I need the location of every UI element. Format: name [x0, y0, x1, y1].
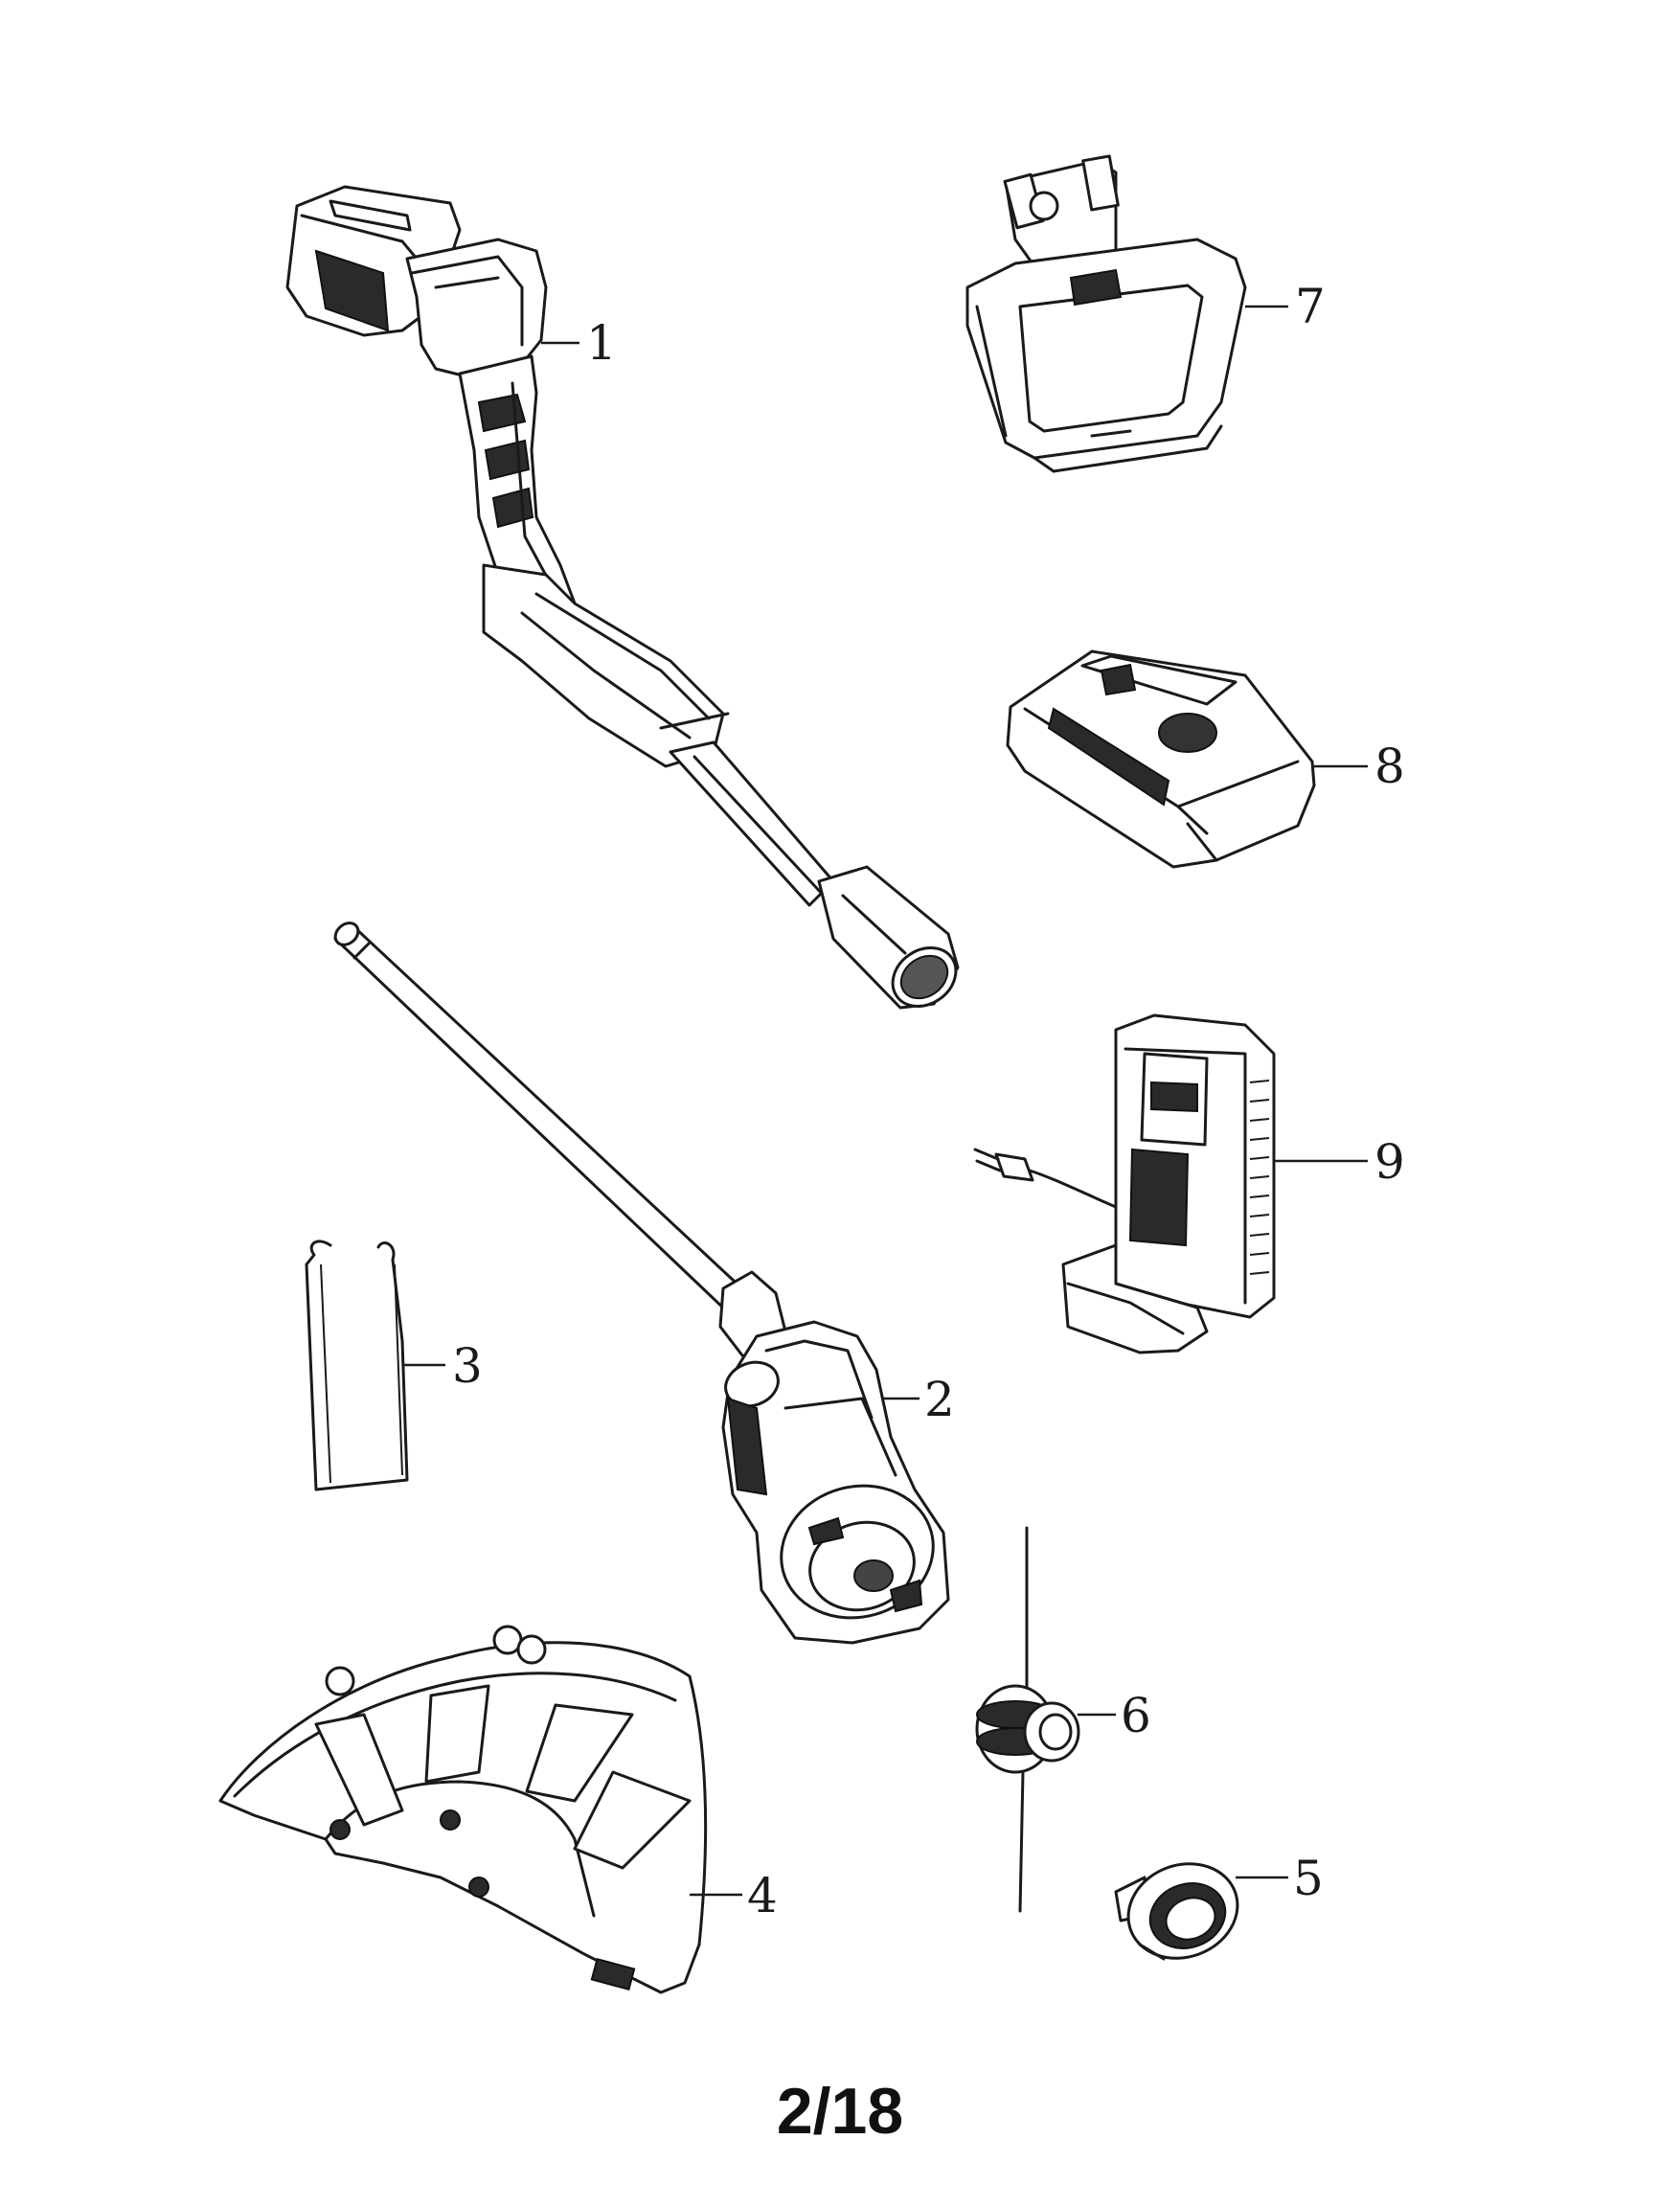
part-3-wire-edge-guide [305, 1240, 409, 1491]
callout-8: 8 [1374, 739, 1405, 794]
part-1-upper-handle-assembly [285, 185, 960, 1010]
callout-2: 2 [924, 1372, 955, 1427]
part-4-guard [218, 1625, 708, 1994]
callout-7: 7 [1295, 279, 1326, 334]
callout-5: 5 [1293, 1851, 1324, 1906]
part-7-auxiliary-handle [965, 154, 1247, 473]
part-9-charger [973, 1013, 1276, 1354]
callout-6: 6 [1121, 1688, 1151, 1743]
charger-vent-slots [1249, 1080, 1270, 1275]
part-6-spool-and-line [975, 1526, 1080, 1913]
part-5-spool-cap [1114, 1862, 1239, 1961]
callout-1: 1 [586, 315, 617, 371]
part-2-lower-shaft-and-motor-head [333, 921, 950, 1645]
page-number: 2/18 [776, 2075, 904, 2148]
callout-9: 9 [1374, 1134, 1405, 1190]
callout-4: 4 [747, 1868, 778, 1923]
callout-3: 3 [452, 1338, 483, 1394]
part-8-battery-pack [1006, 649, 1316, 869]
